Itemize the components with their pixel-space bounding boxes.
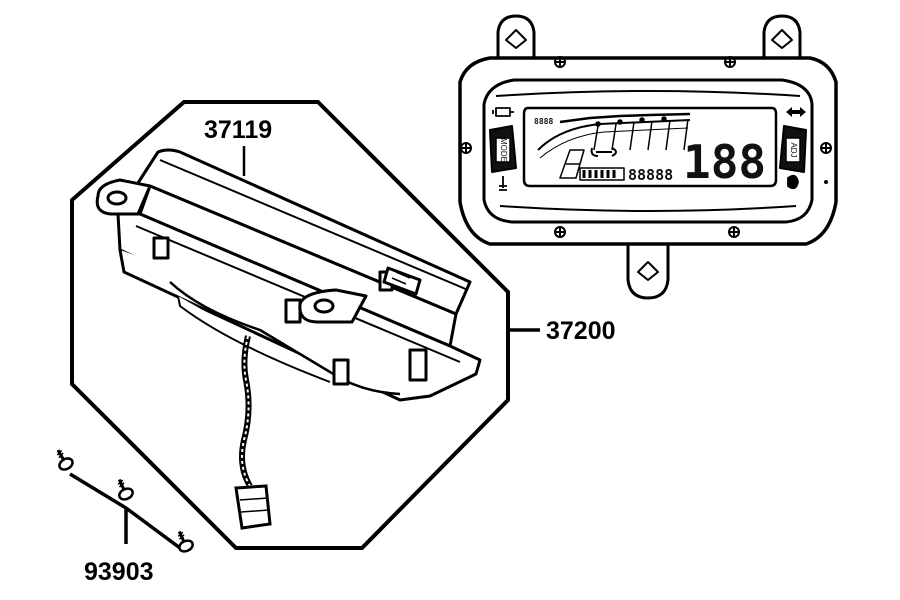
- left-button[interactable]: [489, 125, 517, 173]
- tach-scale-label: 8888: [534, 117, 553, 126]
- speed-display: 188: [683, 135, 766, 189]
- meter-front-view: MODE ADJ: [458, 14, 838, 300]
- wire-harness: [234, 335, 272, 530]
- lcd-contents: [537, 112, 691, 181]
- part-number-37119: 37119: [204, 116, 272, 144]
- screw-icon: [56, 449, 194, 553]
- engine-check-icon: [492, 107, 514, 117]
- headlight-icon: [787, 174, 799, 190]
- wire-connector: [234, 484, 272, 530]
- part-number-93903: 93903: [84, 558, 154, 586]
- assembly-frame: [70, 100, 510, 550]
- leader-lines: [69, 328, 540, 550]
- left-button-label: MODE: [499, 138, 508, 162]
- screw-leader-1: [69, 472, 127, 510]
- right-button[interactable]: [779, 125, 807, 173]
- bottom-tab: [626, 244, 670, 300]
- odometer-display: 88888: [628, 166, 673, 184]
- turn-signal-icon: [786, 107, 806, 117]
- meter-rear-view: [95, 146, 482, 402]
- lcd-glass: [522, 106, 778, 188]
- bezel-screws: [460, 56, 832, 238]
- top-right-tab: [762, 14, 802, 60]
- screw-leader-2: [124, 506, 182, 550]
- wrench-icon: [590, 147, 617, 157]
- top-left-tab: [496, 14, 536, 60]
- temperature-icon: [499, 176, 507, 191]
- inner-bezel: [482, 78, 814, 224]
- part-number-37200: 37200: [546, 317, 616, 345]
- right-button-label: ADJ: [789, 142, 798, 157]
- outer-bezel: [458, 56, 838, 246]
